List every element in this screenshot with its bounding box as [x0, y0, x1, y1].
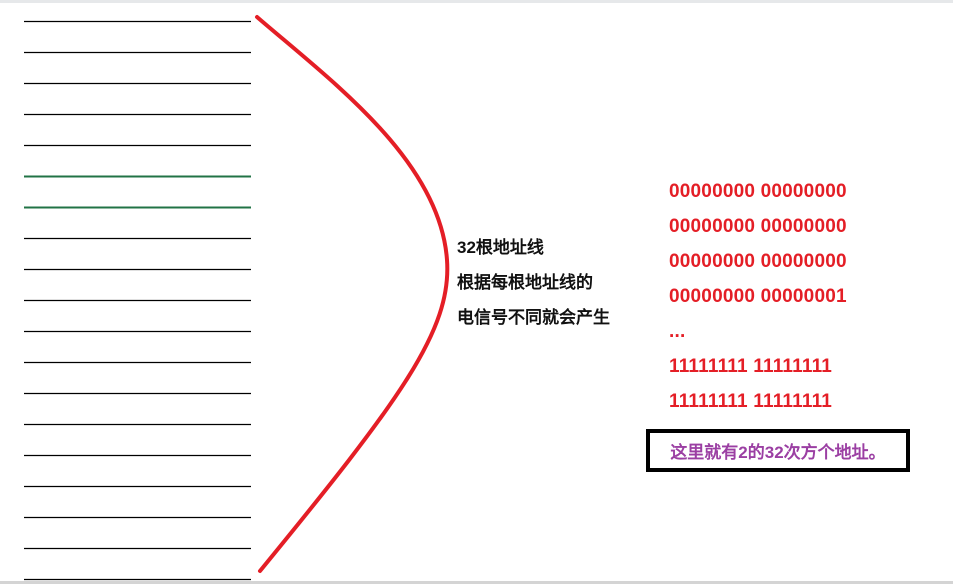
binary-ellipsis: ...	[669, 321, 686, 342]
brace-curve	[255, 15, 450, 573]
top-border	[0, 0, 953, 3]
binary-row-5: 11111111 11111111	[669, 356, 833, 377]
description-line-2: 根据每根地址线的	[457, 273, 593, 292]
binary-address-list: 00000000 00000000 00000000 00000000 0000…	[669, 174, 847, 419]
result-text: 这里就有2的32次方个地址。	[670, 443, 886, 462]
bottom-border	[0, 581, 953, 584]
address-line-description: 32根地址线 根据每根地址线的 电信号不同就会产生	[457, 230, 610, 335]
result-callout-box: 这里就有2的32次方个地址。	[646, 429, 910, 472]
binary-row-6: 11111111 11111111	[669, 391, 833, 412]
description-line-3: 电信号不同就会产生	[457, 308, 610, 327]
binary-row-3: 00000000 00000000	[669, 251, 847, 272]
binary-row-1: 00000000 00000000	[669, 181, 847, 202]
description-line-1: 32根地址线	[457, 238, 544, 257]
address-wires	[24, 20, 251, 581]
binary-row-4: 00000000 00000001	[669, 286, 847, 307]
binary-row-2: 00000000 00000000	[669, 216, 847, 237]
